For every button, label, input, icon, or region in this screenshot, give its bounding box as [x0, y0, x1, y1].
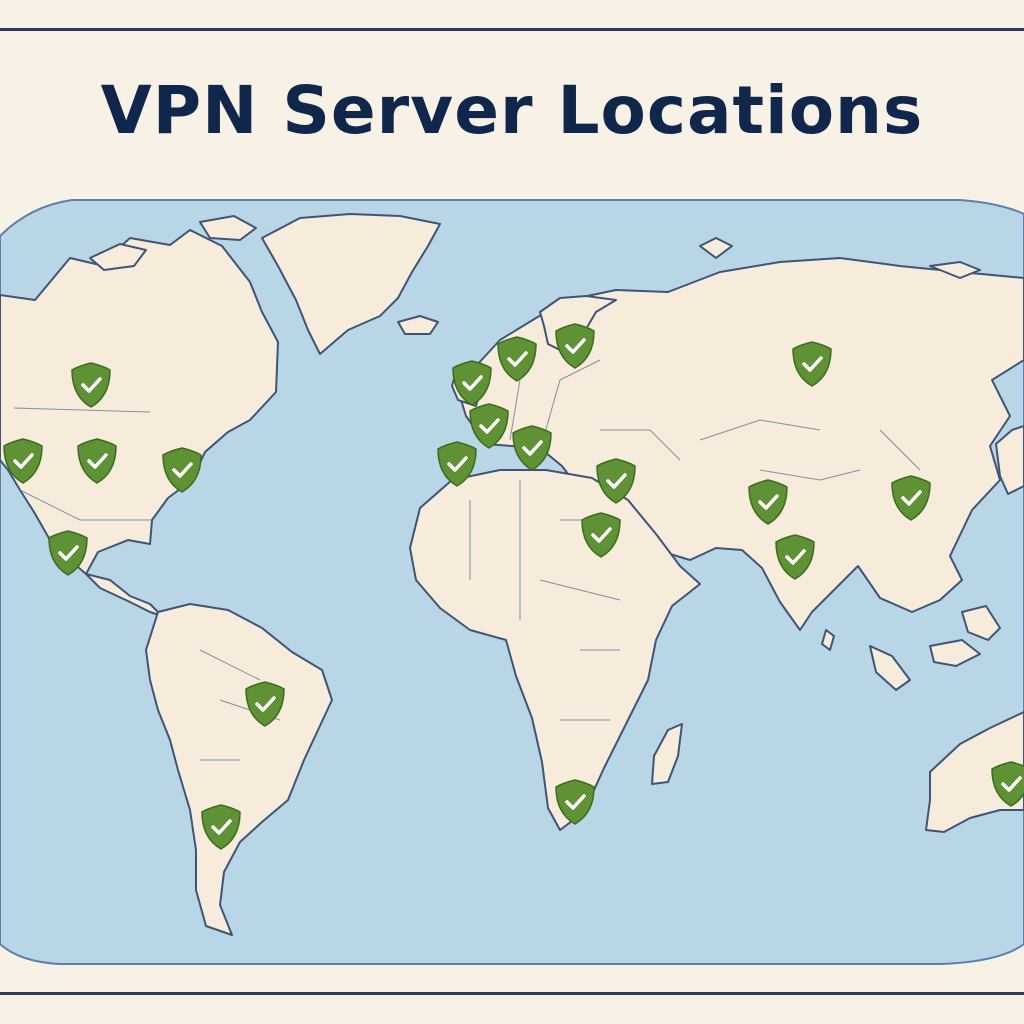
greenland [261, 213, 441, 355]
north-america [0, 229, 279, 575]
checkmark-icon [211, 819, 232, 835]
checkmark-icon [87, 453, 108, 469]
checkmark-icon [462, 375, 483, 391]
server-marker-italy[interactable] [512, 425, 552, 471]
shield-check-icon [201, 804, 241, 850]
shield-check-icon [245, 681, 285, 727]
shield-check-icon [748, 479, 788, 525]
arctic-islands [89, 215, 981, 279]
checkmark-icon [522, 440, 543, 456]
checkmark-icon [172, 462, 193, 478]
checkmark-icon [447, 456, 468, 472]
server-marker-us-west[interactable] [3, 438, 43, 484]
server-marker-uk[interactable] [452, 360, 492, 406]
shield-check-icon [48, 530, 88, 576]
sri-lanka [821, 629, 835, 651]
checkmark-icon [507, 351, 528, 367]
checkmark-icon [901, 490, 922, 506]
bottom-rule [0, 992, 1024, 995]
africa [409, 469, 701, 831]
checkmark-icon [802, 356, 823, 372]
shield-check-icon [891, 475, 931, 521]
server-marker-south-africa[interactable] [555, 779, 595, 825]
server-marker-sweden[interactable] [555, 323, 595, 369]
page-title: VPN Server Locations [100, 72, 924, 149]
south-america [145, 603, 333, 936]
server-marker-france[interactable] [469, 403, 509, 449]
checkmark-icon [565, 794, 586, 810]
madagascar [651, 723, 683, 785]
server-marker-turkey[interactable] [596, 458, 636, 504]
checkmark-icon [13, 453, 34, 469]
checkmark-icon [58, 545, 79, 561]
japan [995, 425, 1024, 495]
australia [925, 711, 1024, 833]
shield-check-icon [497, 336, 537, 382]
top-rule [0, 28, 1024, 31]
checkmark-icon [479, 418, 500, 434]
southeast-asia-islands [869, 605, 1001, 691]
server-marker-brazil[interactable] [245, 681, 285, 727]
shield-check-icon [3, 438, 43, 484]
server-marker-india-north[interactable] [748, 479, 788, 525]
server-marker-spain[interactable] [437, 441, 477, 487]
shield-check-icon [792, 341, 832, 387]
checkmark-icon [1001, 776, 1022, 792]
shield-check-icon [437, 441, 477, 487]
shield-check-icon [77, 438, 117, 484]
checkmark-icon [785, 549, 806, 565]
checkmark-icon [606, 473, 627, 489]
checkmark-icon [255, 696, 276, 712]
server-marker-china[interactable] [891, 475, 931, 521]
shield-check-icon [555, 323, 595, 369]
server-marker-russia[interactable] [792, 341, 832, 387]
shield-check-icon [452, 360, 492, 406]
server-marker-argentina[interactable] [201, 804, 241, 850]
server-marker-netherlands[interactable] [497, 336, 537, 382]
server-markers [3, 323, 1024, 850]
shield-check-icon [596, 458, 636, 504]
shield-check-icon [469, 403, 509, 449]
shield-check-icon [512, 425, 552, 471]
shield-check-icon [581, 512, 621, 558]
checkmark-icon [758, 494, 779, 510]
iceland [397, 315, 439, 335]
shield-check-icon [162, 447, 202, 493]
server-marker-mexico[interactable] [48, 530, 88, 576]
server-marker-us-central[interactable] [77, 438, 117, 484]
shield-check-icon [555, 779, 595, 825]
shield-check-icon [71, 362, 111, 408]
server-marker-canada-west[interactable] [71, 362, 111, 408]
shield-check-icon [991, 761, 1024, 807]
shield-check-icon [775, 534, 815, 580]
server-marker-australia[interactable] [991, 761, 1024, 807]
checkmark-icon [81, 377, 102, 393]
server-marker-india-south[interactable] [775, 534, 815, 580]
server-marker-us-east[interactable] [162, 447, 202, 493]
checkmark-icon [591, 527, 612, 543]
server-marker-egypt[interactable] [581, 512, 621, 558]
checkmark-icon [565, 338, 586, 354]
